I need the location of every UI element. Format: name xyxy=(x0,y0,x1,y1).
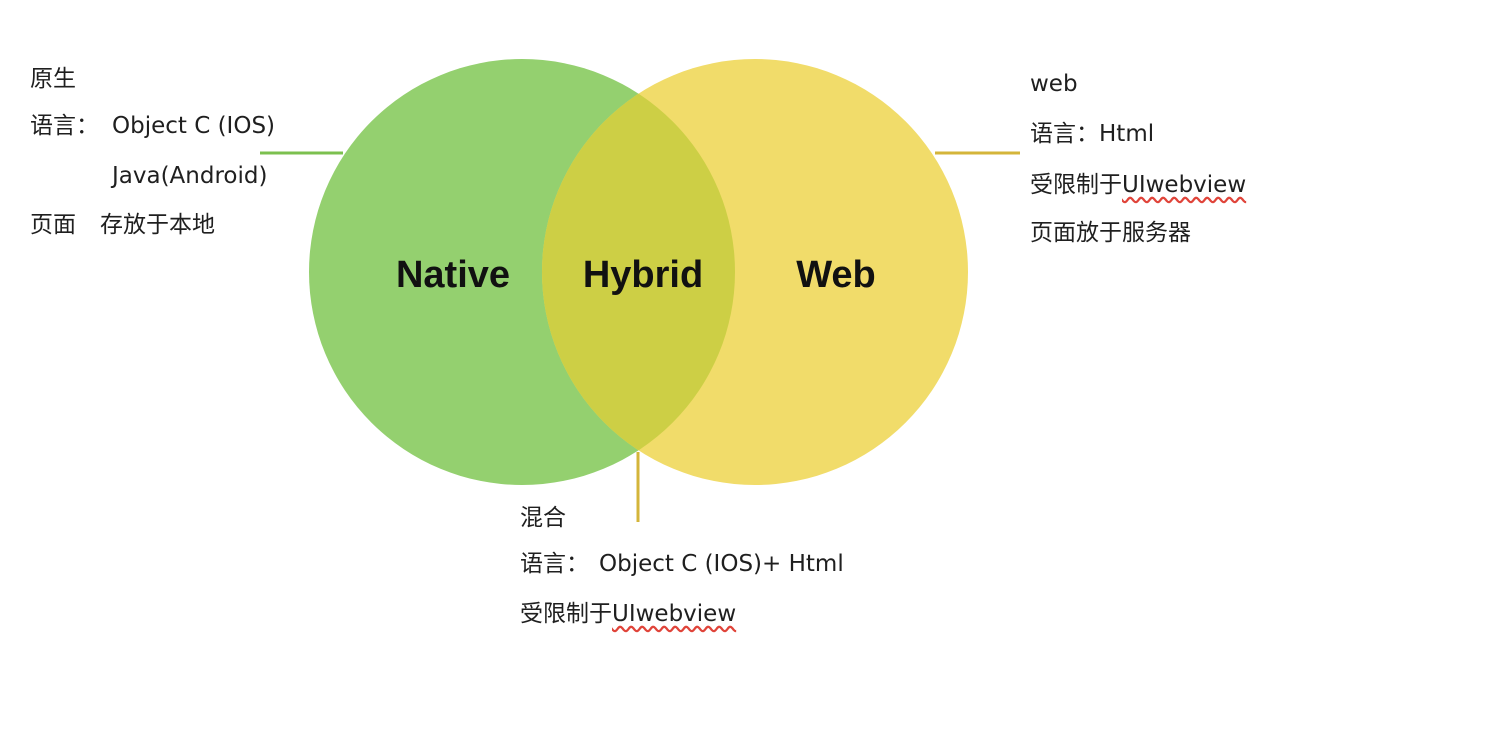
web-note-title: web xyxy=(1030,71,1078,97)
native-note-language-line1: Object C (IOS) xyxy=(112,113,276,139)
hybrid-note-language: 语言： Object C (IOS)+ Html xyxy=(520,553,844,576)
hybrid-overlap xyxy=(542,59,735,485)
native-note-title: 原生 xyxy=(30,66,76,92)
web-note-page-line: 页面放于服务器 xyxy=(1030,220,1191,246)
hybrid-note-limit: 受限制于UIwebview xyxy=(520,603,736,626)
hybrid-note-title: 混合 xyxy=(520,505,566,531)
hybrid-note-limit-value: UIwebview xyxy=(612,601,737,627)
web-note-limit: 受限制于UIwebview xyxy=(1030,174,1246,197)
hybrid-label: Hybrid xyxy=(583,254,703,296)
native-label: Native xyxy=(396,254,510,296)
web-note-language: 语言：Html xyxy=(1030,123,1154,146)
native-note-language-line2: Java(Android) xyxy=(112,163,268,189)
hybrid-note-limit-prefix: 受限制于 xyxy=(520,601,612,627)
native-note-page-label: 页面 xyxy=(30,212,76,238)
web-note-language-value: Html xyxy=(1099,121,1155,147)
hybrid-note-language-value: Object C (IOS)+ Html xyxy=(599,551,844,577)
web-label: Web xyxy=(796,254,876,296)
hybrid-note-language-label: 语言： xyxy=(520,551,589,577)
native-note-language-label: 语言： xyxy=(30,113,99,139)
web-note-limit-value: UIwebview xyxy=(1122,172,1247,198)
web-note-language-label: 语言： xyxy=(1030,121,1099,147)
web-note-limit-prefix: 受限制于 xyxy=(1030,172,1122,198)
native-note-page-value: 存放于本地 xyxy=(100,212,215,238)
